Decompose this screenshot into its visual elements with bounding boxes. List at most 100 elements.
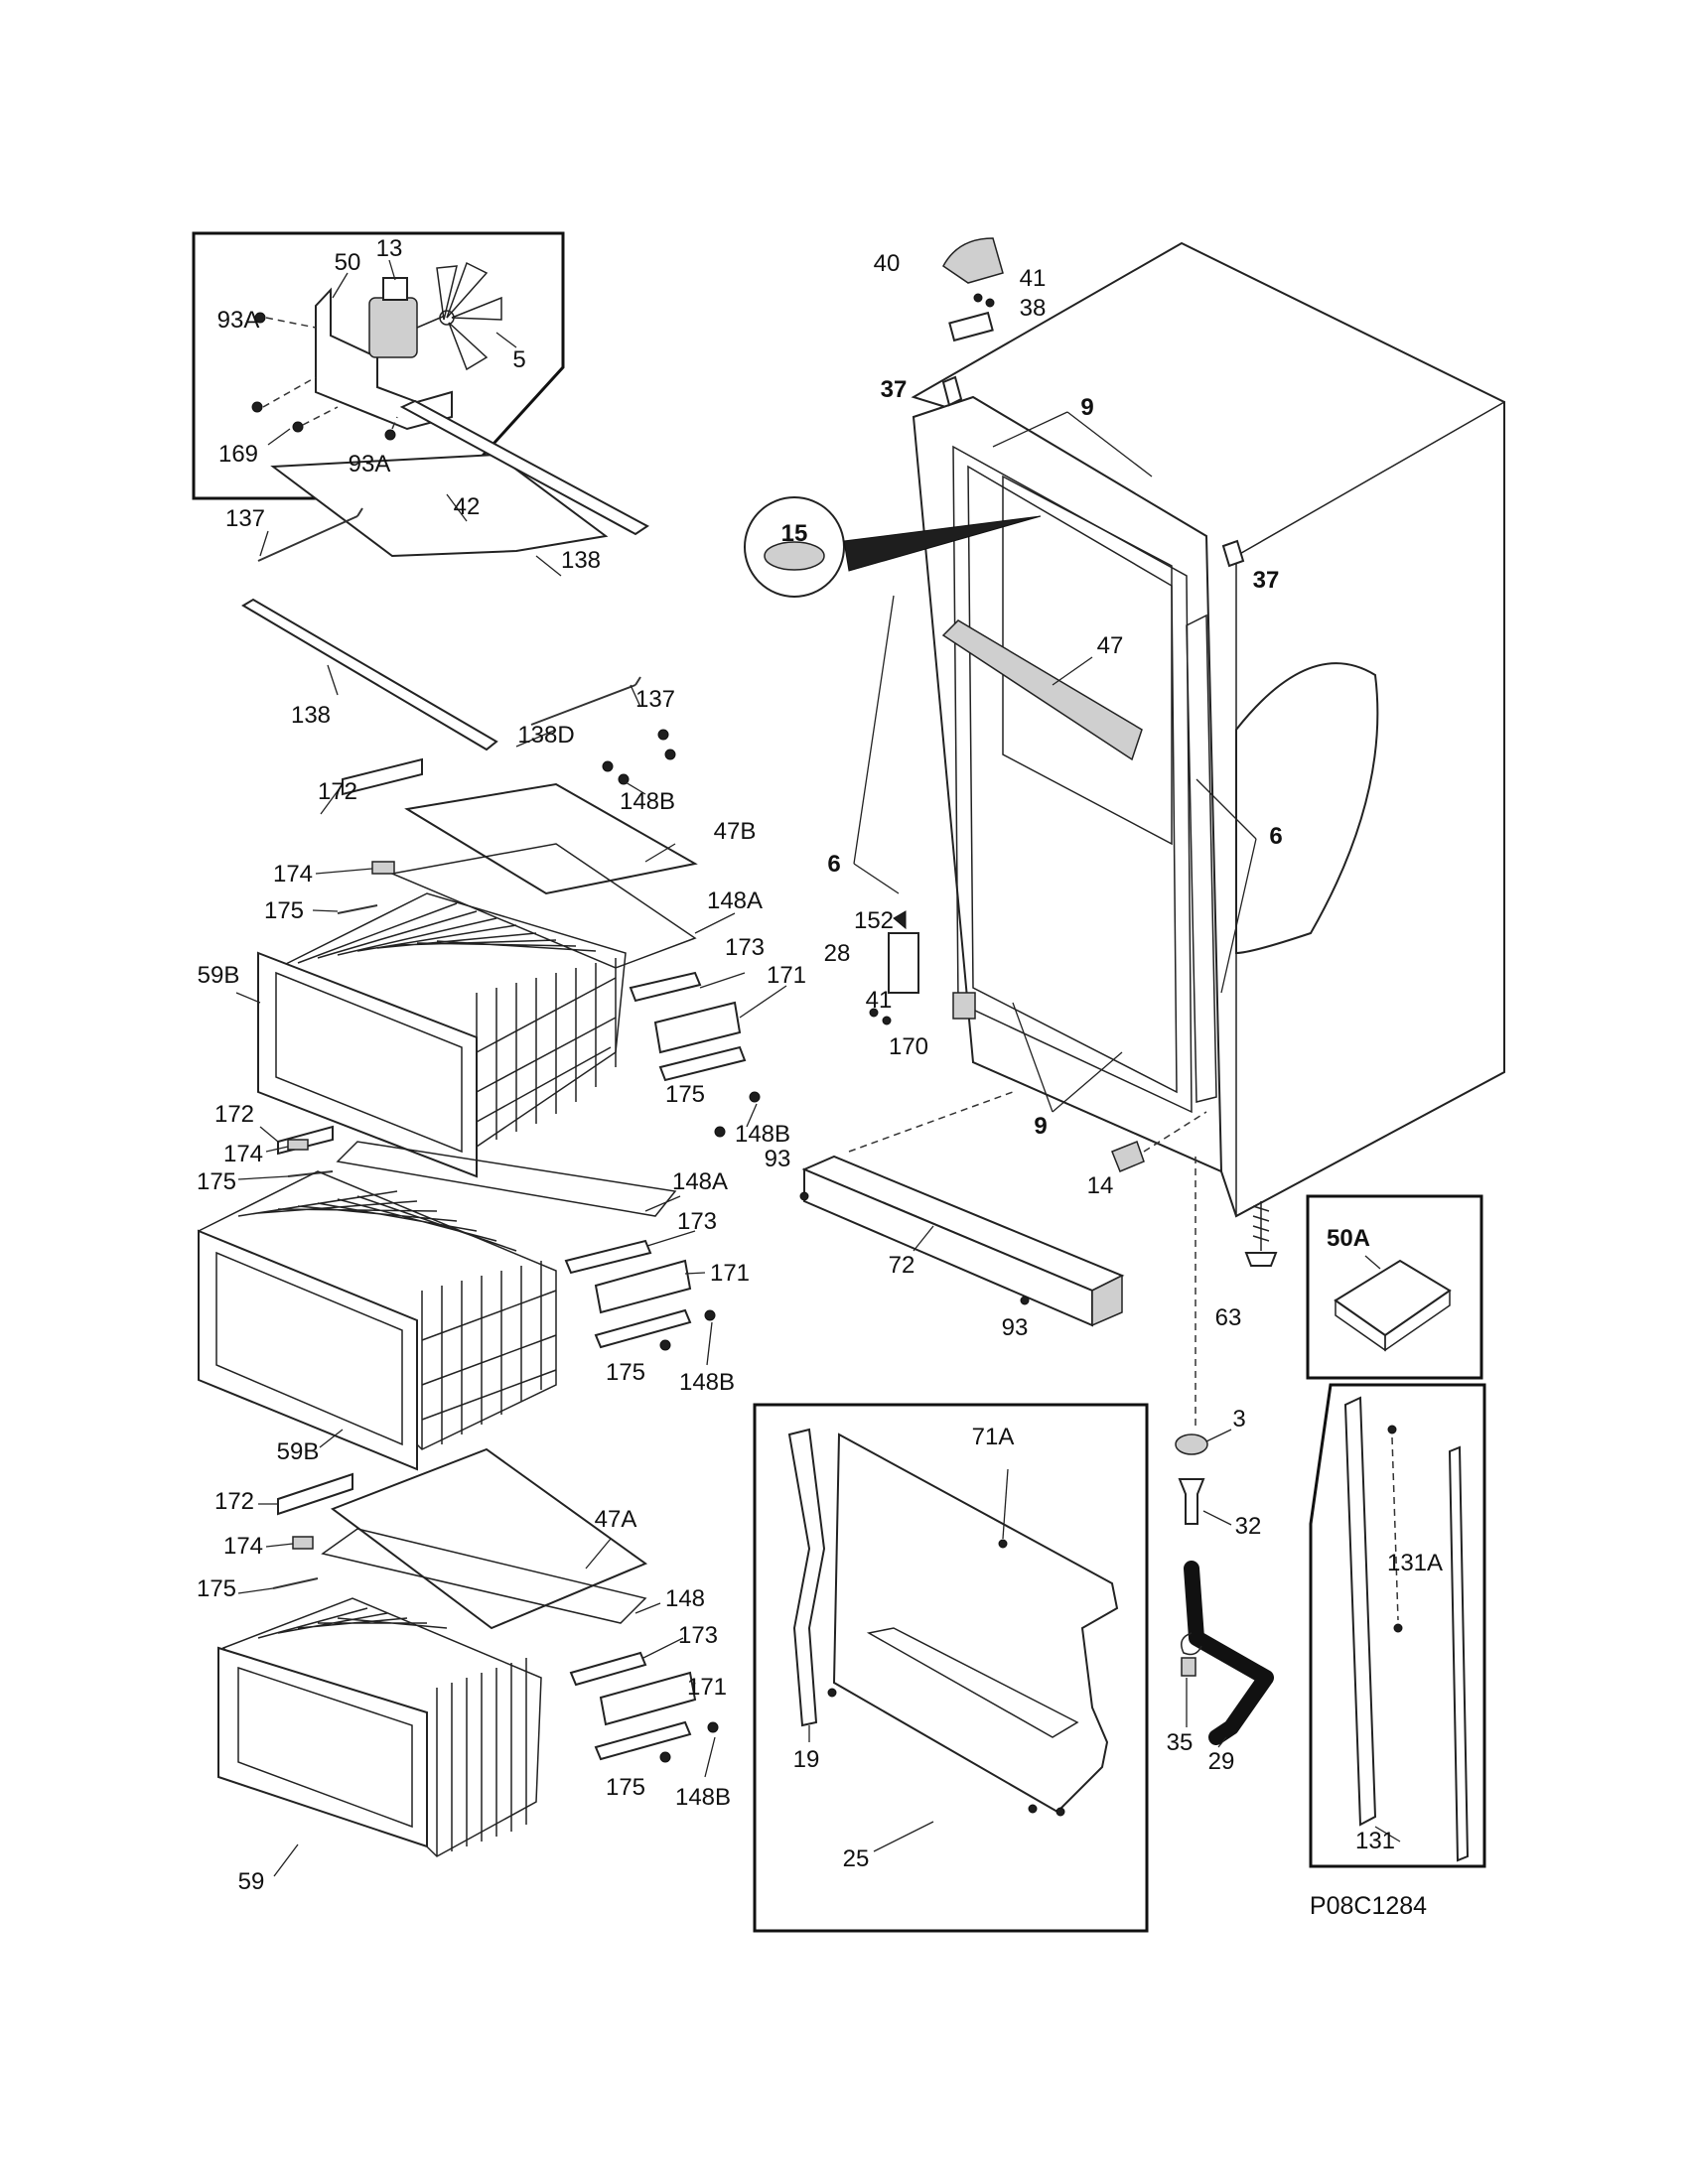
label-138-left: 138 bbox=[291, 702, 331, 729]
clamp-35-body bbox=[1181, 1657, 1196, 1677]
fan-blade bbox=[436, 261, 502, 371]
label-172-3: 172 bbox=[214, 1488, 254, 1515]
label-59b-2: 59B bbox=[277, 1438, 320, 1465]
toe-grille-end bbox=[1091, 1274, 1123, 1327]
hose-clamp-35 bbox=[1181, 1632, 1202, 1656]
screw-148b-a bbox=[602, 760, 614, 772]
label-173-1: 173 bbox=[725, 934, 765, 961]
screw-25-c bbox=[1055, 1807, 1065, 1817]
screw-71a bbox=[998, 1539, 1008, 1549]
label-15: 15 bbox=[781, 520, 808, 547]
condenser-plate bbox=[1235, 662, 1379, 955]
shelf-trim-front bbox=[241, 598, 498, 751]
basket-lower bbox=[217, 1447, 719, 1877]
basket-front-59b-b bbox=[198, 1229, 418, 1471]
screw-93a-bottom bbox=[384, 429, 396, 441]
label-93a-bottom: 93A bbox=[349, 451, 391, 478]
label-173-3: 173 bbox=[678, 1622, 718, 1649]
screw-131a-b bbox=[1393, 1623, 1403, 1633]
clip-174-c bbox=[292, 1536, 314, 1550]
label-5: 5 bbox=[512, 346, 525, 373]
drain-hose-29 bbox=[1184, 1561, 1274, 1745]
label-148b-1: 148B bbox=[620, 788, 675, 815]
callout-labels: 50 13 93A 5 169 93A 137 42 138 138 137 1… bbox=[197, 235, 1443, 1920]
leveling-leg bbox=[1244, 1201, 1278, 1267]
fan-motor-inset-frame bbox=[192, 231, 565, 500]
label-171-3: 171 bbox=[687, 1674, 727, 1701]
screw-148b-h bbox=[704, 1309, 716, 1321]
label-35: 35 bbox=[1167, 1729, 1194, 1756]
label-172-2: 172 bbox=[214, 1101, 254, 1128]
rear-panel-25 bbox=[832, 1433, 1119, 1814]
shelf-47b bbox=[404, 782, 698, 895]
screw-25-b bbox=[1028, 1804, 1038, 1814]
label-28: 28 bbox=[824, 940, 851, 967]
label-138-top: 138 bbox=[561, 547, 601, 574]
label-131a: 131A bbox=[1387, 1550, 1443, 1576]
drain-plug-3 bbox=[1175, 1433, 1208, 1455]
switch-14 bbox=[1111, 1141, 1145, 1172]
screw-41-b bbox=[882, 1016, 892, 1025]
rod-175-a bbox=[337, 904, 378, 914]
basket-front-59b-a bbox=[257, 951, 478, 1178]
hinge-screw-a bbox=[973, 293, 983, 303]
track-173-a bbox=[629, 971, 702, 1003]
label-148b-2: 148B bbox=[735, 1121, 790, 1148]
ice-tray-inset-frame bbox=[1306, 1194, 1483, 1380]
label-13: 13 bbox=[376, 235, 403, 262]
rear-panel-inset bbox=[753, 1403, 1149, 1933]
label-14: 14 bbox=[1087, 1172, 1114, 1199]
rod-175-b bbox=[658, 1045, 747, 1082]
label-38: 38 bbox=[1020, 295, 1047, 322]
label-47: 47 bbox=[1097, 632, 1124, 659]
hinge-cover bbox=[942, 237, 1004, 284]
screw-169-b bbox=[292, 421, 304, 433]
label-9-top: 9 bbox=[1080, 394, 1093, 421]
screw-148b-d bbox=[664, 749, 676, 760]
label-171-1: 171 bbox=[767, 962, 806, 989]
screw-148b-b bbox=[618, 773, 630, 785]
ice-tray-50a bbox=[1334, 1259, 1452, 1337]
shelf-rail-right bbox=[530, 684, 636, 726]
shelf-standard-inset bbox=[1309, 1383, 1486, 1868]
hinge-shim-37a bbox=[941, 375, 963, 407]
standard-131a bbox=[1448, 1445, 1470, 1862]
label-40: 40 bbox=[874, 250, 901, 277]
label-173-2: 173 bbox=[677, 1208, 717, 1235]
air-grille bbox=[941, 619, 1143, 761]
screw-148b-e bbox=[714, 1126, 726, 1138]
label-71a: 71A bbox=[972, 1424, 1015, 1450]
label-174-3: 174 bbox=[223, 1533, 263, 1560]
label-137-top: 137 bbox=[225, 505, 265, 532]
shelf-standard-inset-frame bbox=[1309, 1383, 1486, 1868]
label-170: 170 bbox=[889, 1033, 928, 1060]
track-173-b bbox=[564, 1239, 652, 1275]
basket-front-59 bbox=[217, 1646, 428, 1848]
label-175-6: 175 bbox=[606, 1774, 645, 1801]
detail-pointer bbox=[843, 515, 1042, 572]
label-47b: 47B bbox=[714, 818, 757, 845]
label-50: 50 bbox=[335, 249, 361, 276]
label-148b-3: 148B bbox=[679, 1369, 735, 1396]
screw-93a-top bbox=[254, 312, 266, 324]
screw-93-b bbox=[1020, 1296, 1030, 1305]
label-42: 42 bbox=[454, 493, 481, 520]
label-50a: 50A bbox=[1327, 1225, 1370, 1252]
label-175-4: 175 bbox=[606, 1359, 645, 1386]
label-171-2: 171 bbox=[710, 1260, 750, 1287]
screw-148b-j bbox=[707, 1721, 719, 1733]
label-175-2: 175 bbox=[665, 1081, 705, 1108]
track-171-c bbox=[599, 1671, 697, 1726]
shelf-rail-left bbox=[257, 515, 358, 562]
label-148a-2: 148A bbox=[672, 1168, 728, 1195]
screw-169-a bbox=[251, 401, 263, 413]
label-175-3: 175 bbox=[197, 1168, 236, 1195]
label-152: 152 bbox=[854, 907, 894, 934]
label-172-1: 172 bbox=[318, 778, 357, 805]
label-137-right: 137 bbox=[635, 686, 675, 713]
label-32: 32 bbox=[1235, 1513, 1262, 1540]
light-socket bbox=[764, 541, 825, 571]
label-93-bottom: 93 bbox=[1002, 1314, 1029, 1341]
shelf-strip bbox=[1186, 614, 1217, 1103]
